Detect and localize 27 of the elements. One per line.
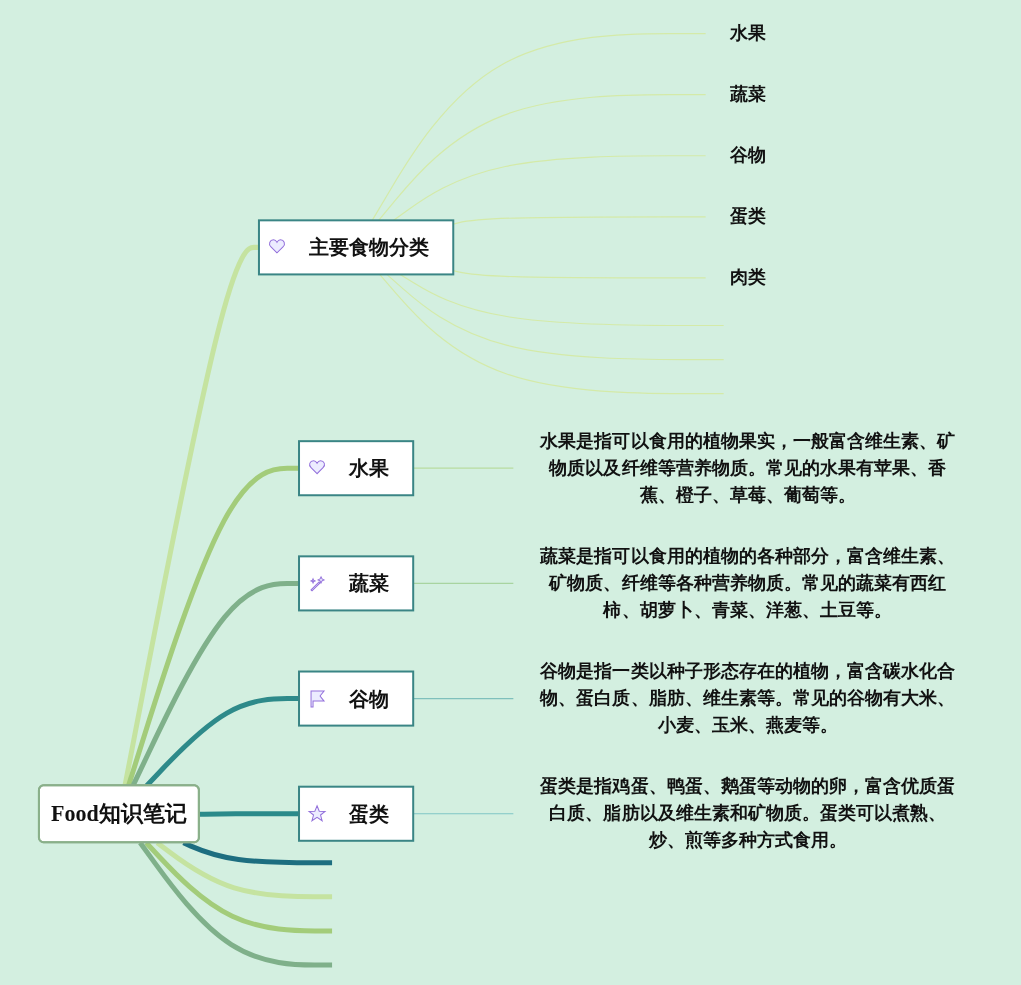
- connector-line: [130, 580, 299, 787]
- connector-line: [379, 273, 725, 395]
- node-text: 水果: [729, 23, 766, 44]
- node-text: 水果是指可以食用的植物果实，一般富含维生素、矿物质以及纤维等营养物质。常见的水果有苹果、香蕉、橙子、草莓、葡萄等。: [540, 430, 956, 505]
- node-text: 谷物: [729, 145, 766, 166]
- connector-line: [144, 841, 333, 934]
- node-text: 谷物是指一类以种子形态存在的植物，富含碳水化合物、蛋白质、脂肪、维生素等。常见的谷物有大米、小麦、玉米、燕麦等。: [540, 661, 956, 736]
- node-box: 水果: [298, 440, 415, 497]
- connector-line: [182, 840, 333, 866]
- connector-line: [399, 273, 725, 327]
- connector-line: [393, 155, 707, 221]
- node-box: 主要食物分类: [257, 219, 455, 276]
- connector-line: [378, 94, 707, 221]
- node-text: 肉类: [729, 267, 766, 288]
- node-text: 蛋类: [729, 206, 766, 227]
- connector-line: [138, 841, 333, 968]
- node-text: 蛋类是指鸡蛋、鸭蛋、鹅蛋等动物的卵，富含优质蛋白质、脂肪以及维生素和矿物质。蛋类可以煮熟、炒、煎等多种方式食用。: [540, 776, 956, 851]
- connector-line: [126, 465, 299, 787]
- connector-line: [199, 811, 299, 817]
- node-text: 蔬菜: [729, 84, 766, 105]
- node-text: 蔬菜是指可以食用的植物的各种部分，富含维生素、矿物质、纤维等各种营养物质。常见的蔬菜有西红柿、胡萝卜、青菜、洋葱、土豆等。: [540, 545, 956, 620]
- node-box: 蛋类: [298, 785, 415, 842]
- connector-line: [371, 32, 707, 221]
- node-box: 谷物: [298, 670, 415, 727]
- connector-line: [122, 244, 259, 787]
- node-box: 蔬菜: [298, 555, 415, 612]
- connector-line: [386, 273, 725, 361]
